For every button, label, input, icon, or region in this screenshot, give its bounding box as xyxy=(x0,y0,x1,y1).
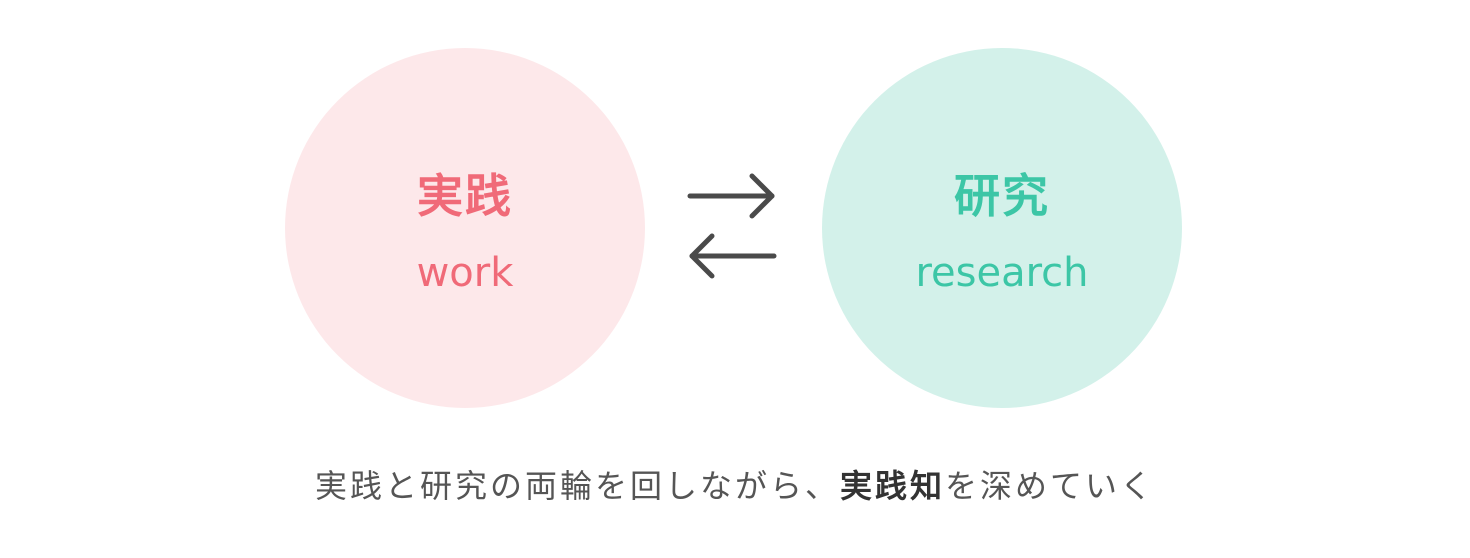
research-circle: 研究 research xyxy=(822,48,1182,408)
caption-after: を深めていく xyxy=(945,467,1156,505)
caption-before: 実践と研究の両輪を回しながら、 xyxy=(314,467,840,505)
caption: 実践と研究の両輪を回しながら、実践知を深めていく xyxy=(0,462,1470,510)
work-subtitle: work xyxy=(416,250,514,296)
research-title: 研究 xyxy=(954,169,1050,223)
arrow-right-icon xyxy=(687,173,775,219)
research-subtitle: research xyxy=(915,250,1089,296)
exchange-arrows xyxy=(687,173,777,279)
caption-emphasis: 実践知 xyxy=(839,467,945,505)
arrow-left-icon xyxy=(689,233,777,279)
work-circle: 実践 work xyxy=(285,48,645,408)
work-title: 実践 xyxy=(417,169,513,223)
